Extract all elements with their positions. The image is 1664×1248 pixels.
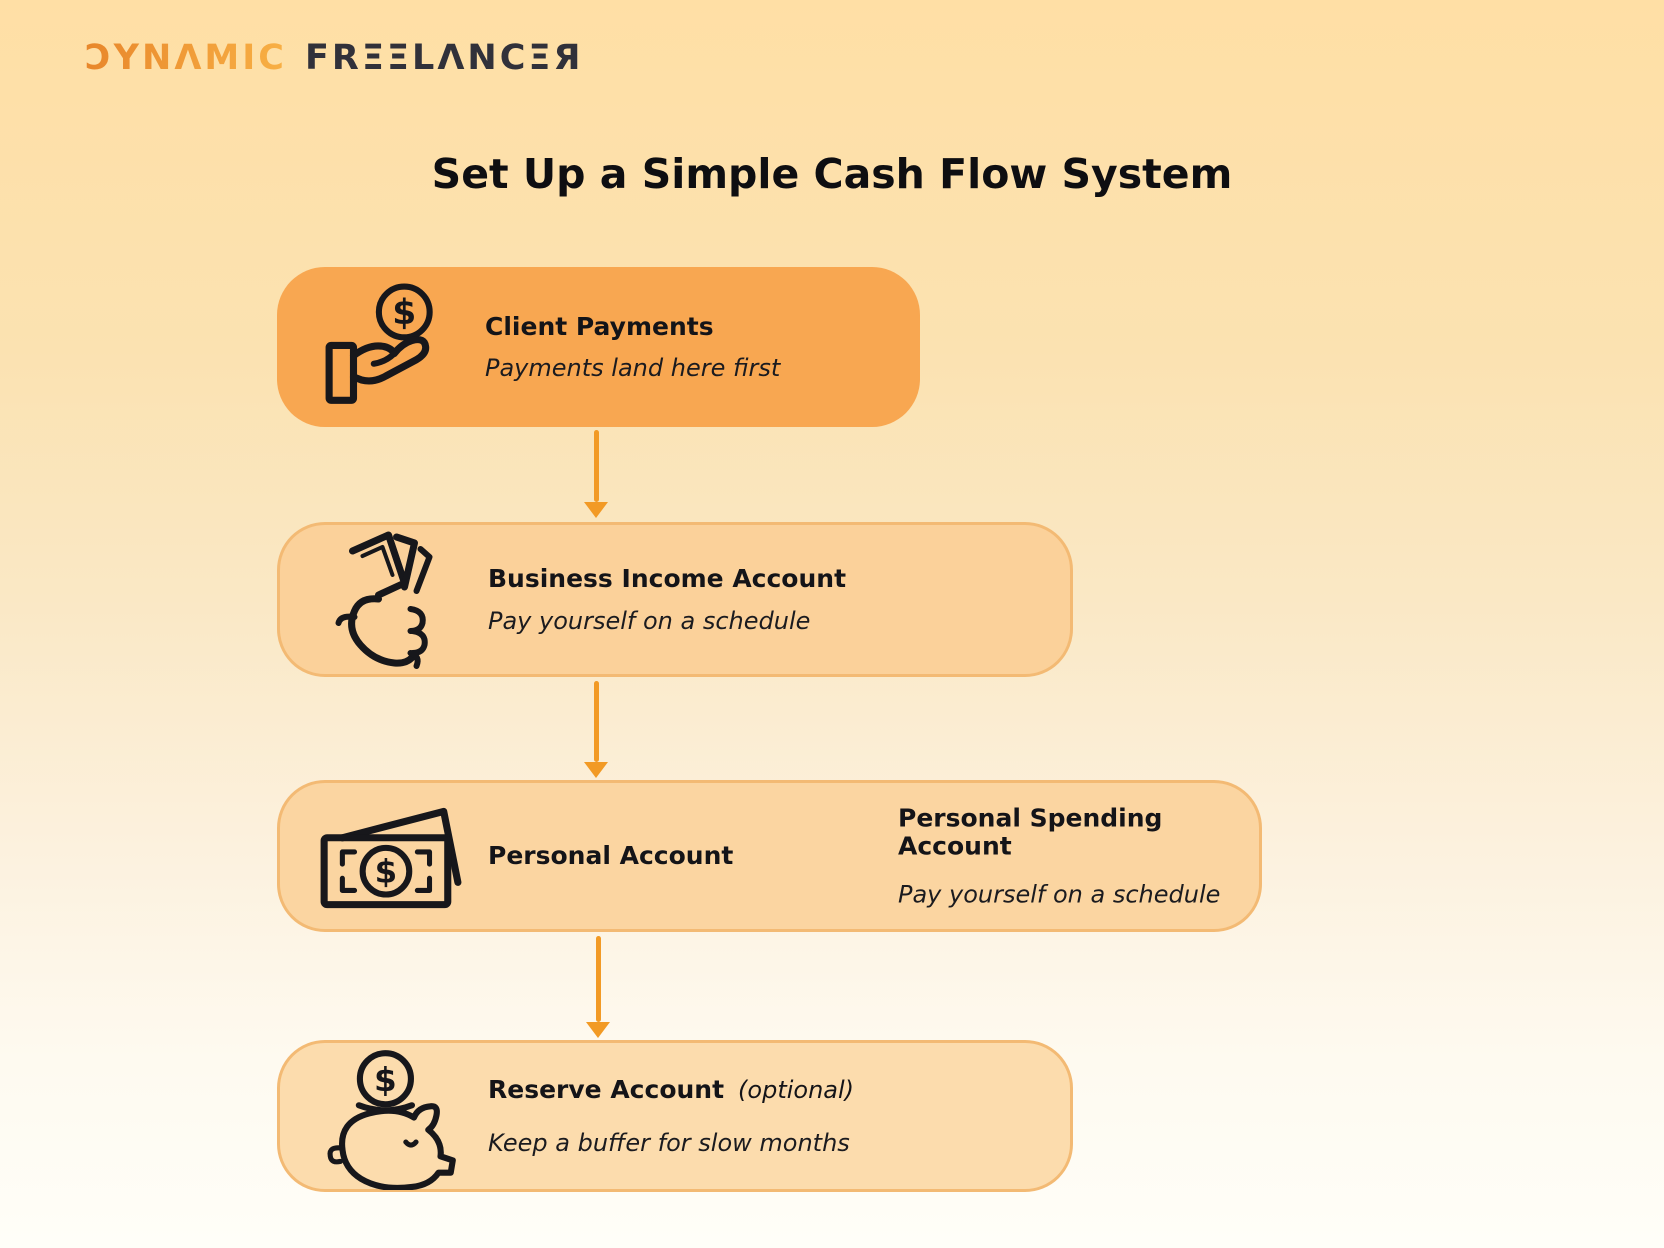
node-subtitle: Pay yourself on a schedule	[488, 606, 811, 635]
arrow-shaft	[593, 430, 599, 502]
node-personal-account: $ Personal Account Personal Spending Acc…	[277, 780, 1262, 932]
brand-logo: ƆYNΛMIC FRΞΞLΛNCΞЯ	[85, 38, 583, 78]
flow-arrow-3	[586, 936, 610, 1038]
svg-text:$: $	[375, 852, 398, 890]
node-title: Business Income Account	[488, 564, 847, 594]
node-business-income-account: Business Income Account Pay yourself on …	[277, 522, 1073, 677]
node-text: Client Payments Payments land here first	[485, 313, 780, 382]
page-title: Set Up a Simple Cash Flow System	[431, 150, 1233, 198]
node-right-text: Personal Spending Account Pay yourself o…	[898, 803, 1259, 909]
brand-logo-freelancer: FRΞΞLΛNCΞЯ	[304, 38, 584, 78]
node-text: Reserve Account (optional) Keep a buffer …	[488, 1076, 854, 1156]
flow-arrow-1	[584, 430, 608, 518]
flow-arrow-2	[584, 681, 608, 778]
arrow-head-icon	[584, 762, 608, 778]
node-text: Personal Account	[488, 842, 733, 870]
node-title: Reserve Account (optional)	[488, 1076, 854, 1104]
svg-text:$: $	[374, 1061, 397, 1099]
banknote-icon: $	[314, 799, 466, 913]
node-title-suffix: (optional)	[738, 1076, 855, 1105]
cash-fist-icon	[314, 525, 466, 675]
node-title: Client Payments	[485, 311, 714, 341]
svg-text:$: $	[392, 293, 416, 333]
arrow-head-icon	[586, 1022, 610, 1038]
arrow-shaft	[595, 936, 601, 1022]
hand-coin-icon: $	[311, 278, 463, 416]
node-subtitle: Payments land here first	[485, 354, 781, 383]
node-right-title: Personal Spending Account	[898, 803, 1163, 860]
arrow-head-icon	[584, 502, 608, 518]
node-title: Personal Account	[488, 841, 734, 871]
piggy-bank-icon: $	[314, 1042, 466, 1190]
node-title-main: Reserve Account	[488, 1075, 725, 1105]
arrow-shaft	[593, 681, 599, 762]
node-subtitle: Keep a buffer for slow months	[488, 1128, 850, 1157]
node-reserve-account: $ Reserve Account (optional) Keep a buffe…	[277, 1040, 1073, 1192]
brand-logo-dynamic: ƆYNΛMIC	[85, 38, 287, 78]
node-text: Business Income Account Pay yourself on …	[488, 565, 846, 634]
node-right-subtitle: Pay yourself on a schedule	[898, 880, 1221, 909]
node-client-payments: $ Client Payments Payments land here fir…	[277, 267, 920, 427]
